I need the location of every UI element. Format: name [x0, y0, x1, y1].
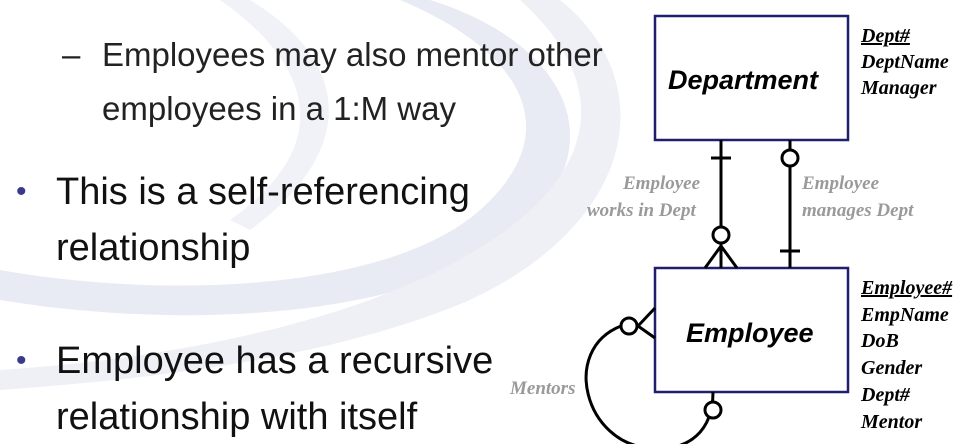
bullet-dot-icon: • — [16, 175, 27, 208]
employee-attr-dept-no: Dept# — [860, 384, 911, 406]
entity-department-name: Department — [668, 65, 819, 95]
optional-circle-icon — [711, 225, 731, 245]
department-attr-dept-no: Dept# — [860, 25, 911, 47]
bullet-dot-icon: • — [16, 344, 27, 377]
sub-bullet-text: Employees may also mentor other employee… — [102, 36, 603, 127]
department-attr-manager: Manager — [860, 77, 937, 99]
entity-department-box — [653, 14, 850, 142]
entity-employee-box — [653, 266, 850, 394]
relationship-mentors — [584, 306, 723, 444]
works-in-label-line1: Employee — [622, 173, 701, 194]
manages-label-line2: manages Dept — [802, 200, 914, 221]
crows-foot-icon — [636, 306, 657, 328]
relationship-works-in — [703, 140, 739, 269]
employee-attr-mentor: Mentor — [860, 411, 922, 433]
relationship-manages — [780, 140, 800, 268]
manages-label-line1: Employee — [801, 173, 880, 194]
employee-attr-empname: EmpName — [860, 304, 949, 326]
entity-employee-name: Employee — [686, 318, 814, 348]
bullet-text: This is a self-referencing relationship — [56, 171, 470, 269]
employee-attr-dob: DoB — [860, 330, 899, 352]
crows-foot-icon — [703, 245, 723, 269]
bullet-self-referencing: • This is a self-referencing relationshi… — [16, 164, 576, 276]
bullet-text: Employee has a recursive relationship wi… — [56, 340, 494, 438]
employee-attr-gender: Gender — [861, 357, 922, 379]
employee-attr-employee-no: Employee# — [860, 277, 953, 299]
bullet-recursive: • Employee has a recursive relationship … — [16, 333, 576, 445]
works-in-label-line2: works in Dept — [587, 200, 696, 221]
sub-bullet-mentor: – Employees may also mentor other employ… — [62, 28, 622, 136]
optional-circle-icon — [780, 148, 800, 168]
mentors-label: Mentors — [509, 378, 575, 399]
department-attr-deptname: DeptName — [860, 51, 949, 73]
optional-circle-icon — [703, 400, 723, 420]
optional-circle-icon — [619, 316, 639, 336]
dash-marker: – — [62, 36, 81, 73]
